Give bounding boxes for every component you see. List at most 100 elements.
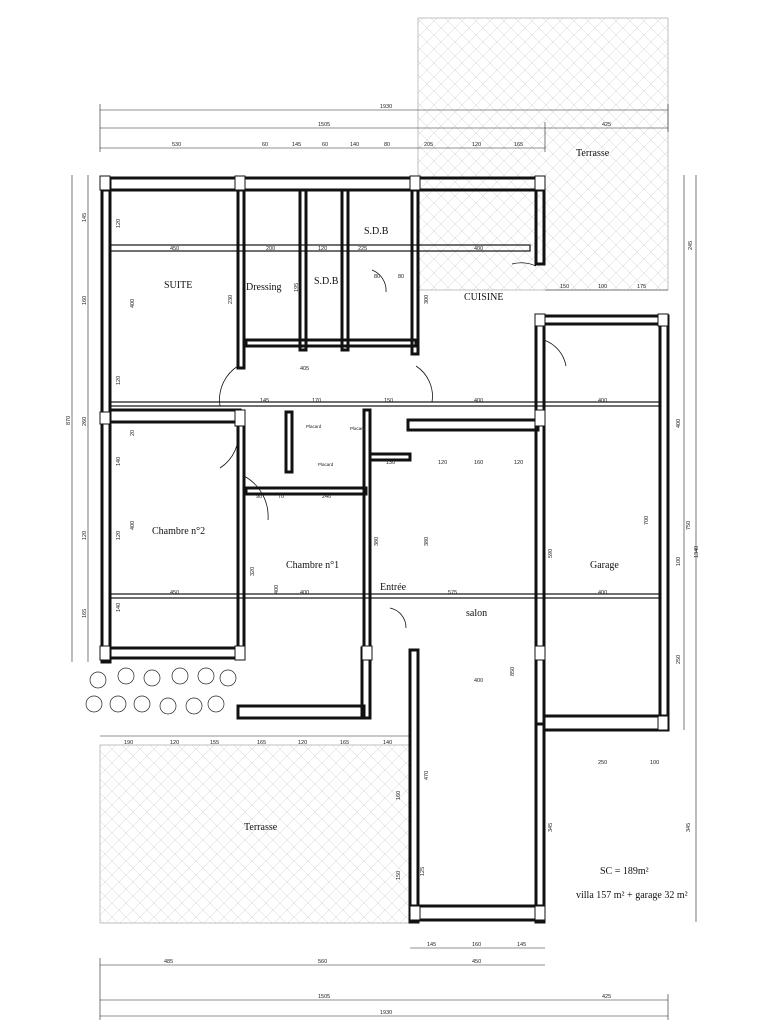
dim-right-250: 250 xyxy=(676,655,682,664)
dim-suite-inner-3: 120 xyxy=(318,246,327,252)
dim-mid-3: 165 xyxy=(257,740,266,746)
dim-vert-160: 160 xyxy=(396,791,402,800)
dim-chambre1-w: 400 xyxy=(300,590,309,596)
dim-suite-w: 450 xyxy=(170,246,179,252)
dim-bottom-1505: 1505 xyxy=(318,994,330,1000)
dim-salon-row-3: 120 xyxy=(438,460,447,466)
dim-right-row-400: 400 xyxy=(474,398,483,404)
dim-chambre1-row-1: 70 xyxy=(278,494,284,500)
dim-right-400: 400 xyxy=(676,419,682,428)
room-labels: SUITE Dressing S.D.B S.D.B CUISINE Chamb… xyxy=(152,148,619,833)
dim-vert-150: 150 xyxy=(396,871,402,880)
dim-corridor-0: 405 xyxy=(300,366,309,372)
summary-sc: SC = 189m² xyxy=(600,866,649,877)
dim-top-row-1: 60 xyxy=(262,142,268,148)
terrace-bottom-area xyxy=(99,744,411,924)
dim-bottom-row-2: 450 xyxy=(472,959,481,965)
dim-mid-6: 140 xyxy=(383,740,392,746)
label-salon: salon xyxy=(466,608,487,619)
dim-vert-380a: 380 xyxy=(374,537,380,546)
dim-vert-850: 850 xyxy=(510,667,516,676)
label-suite: SUITE xyxy=(164,280,192,291)
dim-left-inner-3: 20 xyxy=(130,430,136,436)
dim-vert-470: 470 xyxy=(424,771,430,780)
label-terrasse-bottom: Terrasse xyxy=(244,822,278,833)
dim-top-row-4: 140 xyxy=(350,142,359,148)
label-garage: Garage xyxy=(590,560,619,571)
dim-bottom-sub-1: 160 xyxy=(472,942,481,948)
dim-entry-low-1: 400 xyxy=(474,678,483,684)
dim-terrace-2: 175 xyxy=(637,284,646,290)
garden-plants xyxy=(85,667,237,715)
dim-vert-400: 400 xyxy=(274,585,280,594)
dim-left-outer-1: 160 xyxy=(82,296,88,305)
dim-vert-590: 590 xyxy=(548,549,554,558)
dim-left-inner-6: 120 xyxy=(116,531,122,540)
dim-salon-row-4: 160 xyxy=(474,460,483,466)
dim-bottom-1930: 1930 xyxy=(380,1010,392,1016)
dim-garage-bottom-1: 100 xyxy=(650,760,659,766)
dim-salon-row-0: 130 xyxy=(386,460,395,466)
dim-chambre1-row-2: 240 xyxy=(322,494,331,500)
dim-bottom-sub-0: 145 xyxy=(427,942,436,948)
dim-bottom-row-0: 485 xyxy=(164,959,173,965)
dim-salon-row-5: 120 xyxy=(514,460,523,466)
dim-garage-w: 400 xyxy=(598,590,607,596)
label-sdb-1: S.D.B xyxy=(314,276,339,287)
dim-left-inner-0: 120 xyxy=(116,219,122,228)
dim-left-inner-4: 140 xyxy=(116,457,122,466)
dim-right-750: 750 xyxy=(686,521,692,530)
dim-right-345a: 345 xyxy=(548,823,554,832)
label-placard-2: Placard xyxy=(350,426,366,431)
dim-top-row-0: 530 xyxy=(172,142,181,148)
dim-left-outer-4: 165 xyxy=(82,609,88,618)
label-terrasse-top: Terrasse xyxy=(576,148,610,159)
dim-vert-195: 195 xyxy=(294,283,300,292)
dim-vert-320: 320 xyxy=(250,567,256,576)
dim-corridor-6: 150 xyxy=(384,398,393,404)
dim-mid-0: 190 xyxy=(124,740,133,746)
dim-left-inner-5: 400 xyxy=(130,521,136,530)
dim-terrace-1: 100 xyxy=(598,284,607,290)
dim-top-425: 425 xyxy=(602,122,611,128)
dim-right-245: 245 xyxy=(688,241,694,250)
interior-dimensions: 450 200 120 225 400 80 80 405 145 170 15… xyxy=(170,246,659,880)
dim-suite-inner-7: 80 xyxy=(398,274,404,280)
dim-top-row-6: 205 xyxy=(424,142,433,148)
dim-salon-w: 575 xyxy=(448,590,457,596)
dim-corridor-2: 170 xyxy=(312,398,321,404)
label-placard-3: Placard xyxy=(318,462,334,467)
dim-terrace-0: 150 xyxy=(560,284,569,290)
dim-mid-5: 165 xyxy=(340,740,349,746)
dim-left-260: 260 xyxy=(82,417,88,426)
door-swings xyxy=(219,262,567,629)
dim-suite-inner-1: 200 xyxy=(266,246,275,252)
terrace-dimensions: 150 100 175 xyxy=(545,284,668,291)
dim-left-inner-7: 140 xyxy=(116,603,122,612)
dim-bottom-425: 425 xyxy=(602,994,611,1000)
top-dimensions: 1930 1505 425 530 60 145 60 140 80 205 1… xyxy=(99,104,669,152)
label-dressing: Dressing xyxy=(246,282,282,293)
dim-vert-380b: 380 xyxy=(424,537,430,546)
dim-mid-1: 120 xyxy=(170,740,179,746)
dim-left-inner-2: 120 xyxy=(116,376,122,385)
dim-top-row-2: 145 xyxy=(292,142,301,148)
dim-top-row-3: 60 xyxy=(322,142,328,148)
dim-chambre2-w: 450 xyxy=(170,590,179,596)
label-sdb-2: S.D.B xyxy=(364,226,389,237)
dim-left-inner-1: 400 xyxy=(130,299,136,308)
dim-bottom-sub-2: 145 xyxy=(517,942,526,948)
dim-top-total: 1930 xyxy=(380,104,392,110)
dim-vert-230: 230 xyxy=(228,295,234,304)
dim-bottom-row-1: 560 xyxy=(318,959,327,965)
area-summary: SC = 189m² villa 157 m² + garage 32 m² xyxy=(576,866,688,901)
dim-chambre1-row-0: 90 xyxy=(256,494,262,500)
label-cuisine: CUISINE xyxy=(464,292,503,303)
left-dimensions: 870 145 160 260 120 165 120 400 120 20 1… xyxy=(66,175,136,662)
dim-suite-inner-6: 80 xyxy=(374,274,380,280)
dim-right-700: 700 xyxy=(644,516,650,525)
dim-top-row-5: 80 xyxy=(384,142,390,148)
dim-left-outer-2: 120 xyxy=(82,531,88,540)
bottom-dimensions: 145 160 145 485 560 450 1505 425 1930 xyxy=(99,942,669,1020)
